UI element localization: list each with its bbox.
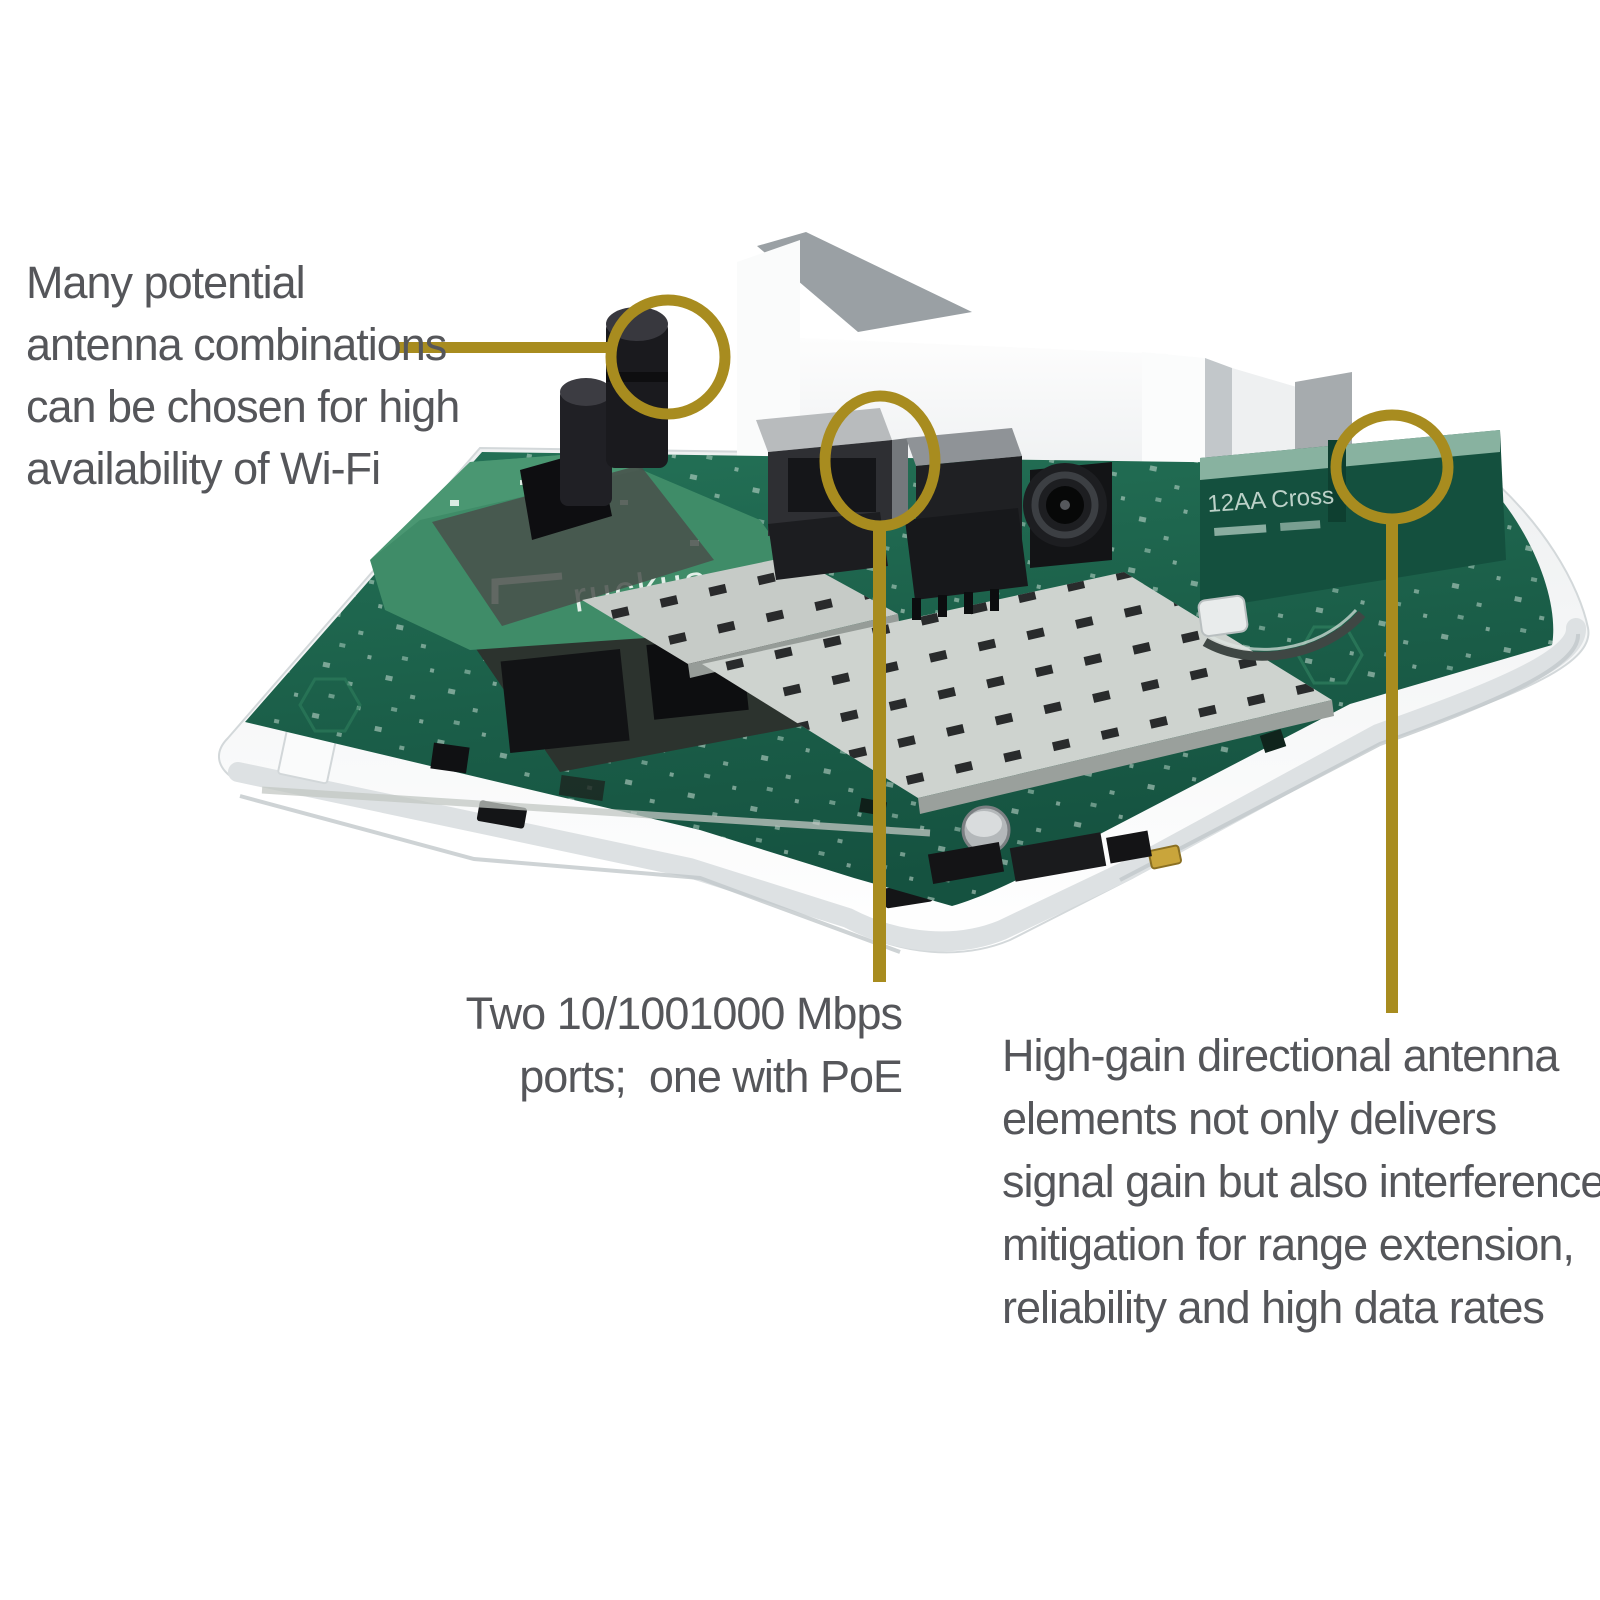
pcb-edge-connector xyxy=(430,742,470,774)
annotation-line: availability of Wi-Fi xyxy=(26,443,381,494)
lower-board-components xyxy=(858,729,1287,885)
antenna-silkscreen-dash-1 xyxy=(1214,524,1267,536)
rf-shield-large-edge xyxy=(918,700,1334,814)
pin-header-1 xyxy=(927,841,1005,885)
annotation-line: can be chosen for high xyxy=(26,381,460,432)
dc-jack-pin xyxy=(1060,500,1070,510)
annotation-line: reliability and high data rates xyxy=(1002,1282,1545,1333)
tray-rim-line xyxy=(239,633,1581,954)
transformer-ic-pin-3 xyxy=(964,592,973,614)
annotation-line: antenna combinations xyxy=(26,319,447,370)
annotation-antenna-combinations: Many potential antenna combinations can … xyxy=(26,252,460,500)
capacitor-small-body xyxy=(560,388,612,506)
capacitor-large-band xyxy=(606,372,668,382)
hexboard-speck-1 xyxy=(450,500,459,506)
tray-rim-shade xyxy=(228,618,1586,952)
rf-shield-small-vents xyxy=(582,556,898,664)
silver-capacitor-top xyxy=(966,811,1002,837)
callout-circle-antenna-combinations xyxy=(605,294,731,420)
hexboard-connector-1 xyxy=(500,648,630,754)
annotation-line: signal gain but also interference xyxy=(1002,1156,1600,1207)
annotation-line: Many potential xyxy=(26,257,306,308)
coax-wire-highlight xyxy=(1209,608,1358,651)
port-divider xyxy=(892,438,908,522)
annotation-line: mitigation for range extension, xyxy=(1002,1219,1575,1270)
callout-line-antenna-element xyxy=(1386,517,1398,1013)
callouts xyxy=(396,294,1454,1013)
callout-line-ethernet-port xyxy=(873,524,886,982)
rf-shield-large-vents xyxy=(702,572,1332,798)
transformer-ic-pin-2 xyxy=(938,595,947,617)
rf-shields xyxy=(582,556,1334,814)
pcb-hex-trace-3 xyxy=(298,677,362,733)
bracket-bevel-top xyxy=(757,232,972,332)
antenna-board-face xyxy=(1200,430,1506,610)
directional-antenna-board: 12AA Cross xyxy=(1148,372,1506,870)
dc-jack-ring xyxy=(1031,471,1099,539)
capacitor-small-top xyxy=(560,378,612,406)
annotation-line: elements not only delivers xyxy=(1002,1093,1497,1144)
antenna-board-top-stripe xyxy=(1200,430,1500,480)
annotation-high-gain-antenna: High-gain directional antenna elements n… xyxy=(1002,1024,1600,1339)
transformer-ic-pin-4 xyxy=(990,589,999,611)
ethernet-port-1-top xyxy=(756,408,892,452)
capacitor-large-body xyxy=(606,320,668,468)
pcb-edge-rail xyxy=(261,786,931,837)
callout-line-antenna-combinations xyxy=(396,342,612,353)
small-component-1 xyxy=(1259,729,1287,753)
gold-rf-connector xyxy=(1148,844,1182,870)
transformer-ics xyxy=(768,508,1028,620)
annotation-line: High-gain directional antenna xyxy=(1002,1030,1559,1081)
pin-header-2 xyxy=(1009,832,1107,882)
antenna-silkscreen-dash-2 xyxy=(1280,520,1321,531)
annotation-ethernet-ports: Two 10/1001000 Mbps ports; one with PoE xyxy=(465,982,903,1108)
coax-wire xyxy=(1202,610,1366,661)
wire-standoff xyxy=(1197,594,1249,638)
pcb-hex-trace-2 xyxy=(1296,625,1364,685)
annotation-line: ports; one with PoE xyxy=(519,1051,903,1102)
annotation-line: Two 10/1001000 Mbps xyxy=(465,988,903,1039)
component-shadow-wedge xyxy=(432,465,714,626)
pin-header-3 xyxy=(1106,830,1152,864)
pcb-edge-connector-2 xyxy=(558,775,606,801)
transformer-ic-pin-1 xyxy=(912,598,921,620)
smaller-ic-body xyxy=(768,512,888,580)
transformer-ic-body xyxy=(905,508,1028,600)
antenna-connector-components xyxy=(432,307,714,626)
